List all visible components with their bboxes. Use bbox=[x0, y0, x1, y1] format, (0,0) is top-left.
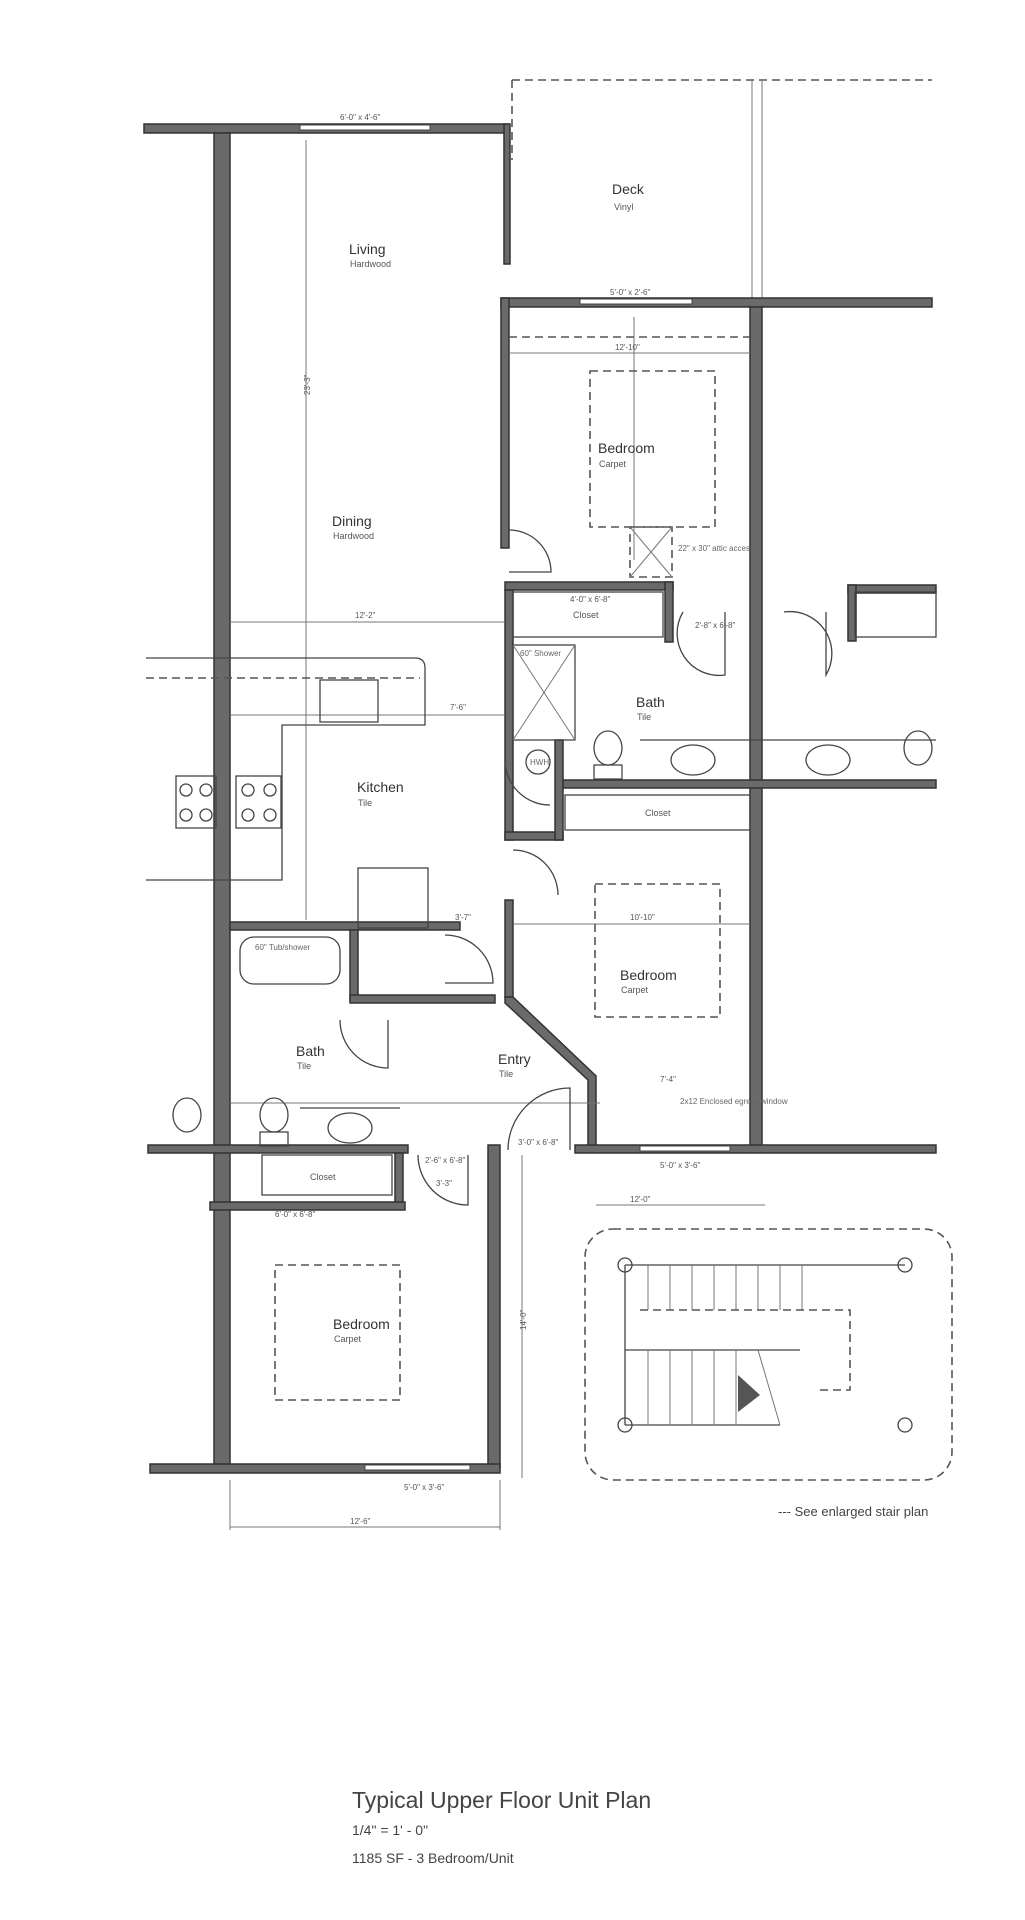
svg-text:7'-4": 7'-4" bbox=[660, 1075, 676, 1084]
stair-plan-note: --- See enlarged stair plan bbox=[778, 1504, 929, 1519]
kitchen-counters bbox=[146, 657, 429, 929]
room-floor: Tile bbox=[358, 798, 372, 808]
svg-text:6'-0" x 4'-6": 6'-0" x 4'-6" bbox=[340, 113, 380, 122]
room-name: Bedroom bbox=[333, 1316, 390, 1332]
room-name: Bath bbox=[636, 694, 665, 710]
room-floor: Vinyl bbox=[614, 202, 633, 212]
svg-text:3'-7": 3'-7" bbox=[455, 913, 471, 922]
svg-text:10'-10": 10'-10" bbox=[630, 913, 655, 922]
room-name: Bedroom bbox=[598, 440, 655, 456]
svg-text:60" Tub/shower: 60" Tub/shower bbox=[255, 943, 311, 952]
svg-text:2x12 Enclosed egress window: 2x12 Enclosed egress window bbox=[680, 1097, 788, 1106]
door-swings bbox=[339, 529, 833, 1206]
room-floor: Tile bbox=[297, 1061, 311, 1071]
svg-text:12'-6": 12'-6" bbox=[350, 1517, 371, 1526]
room-name: Entry bbox=[498, 1051, 531, 1067]
svg-text:5'-0" x 3'-6": 5'-0" x 3'-6" bbox=[404, 1483, 444, 1492]
svg-text:6'-0" x 6'-8": 6'-0" x 6'-8" bbox=[275, 1210, 315, 1219]
room-name: Living bbox=[349, 241, 386, 257]
svg-text:5'-0" x 2'-6": 5'-0" x 2'-6" bbox=[610, 288, 650, 297]
svg-text:2'-8" x 6'-8": 2'-8" x 6'-8" bbox=[695, 621, 735, 630]
shower bbox=[512, 644, 576, 741]
svg-text:5'-0" x 3'-6": 5'-0" x 3'-6" bbox=[660, 1161, 700, 1170]
plan-notes: 22" x 30" attic access 2x12 Enclosed egr… bbox=[255, 544, 788, 1106]
plan-summary: 1185 SF - 3 Bedroom/Unit bbox=[352, 1850, 514, 1866]
closet-label: Closet bbox=[645, 808, 671, 818]
plan-scale: 1/4" = 1' - 0" bbox=[352, 1822, 429, 1838]
svg-text:23'-3": 23'-3" bbox=[303, 374, 312, 395]
svg-text:7'-6": 7'-6" bbox=[450, 703, 466, 712]
walls bbox=[143, 123, 937, 1474]
svg-text:12'-0": 12'-0" bbox=[630, 1195, 651, 1204]
svg-text:60" Shower: 60" Shower bbox=[520, 649, 561, 658]
room-floor: Hardwood bbox=[350, 259, 391, 269]
room-floor: Tile bbox=[499, 1069, 513, 1079]
bathtub bbox=[239, 936, 341, 985]
fixtures bbox=[172, 730, 936, 1147]
water-heater bbox=[525, 749, 551, 775]
svg-text:4'-0" x 6'-8": 4'-0" x 6'-8" bbox=[570, 595, 610, 604]
plan-title: Typical Upper Floor Unit Plan bbox=[352, 1787, 652, 1813]
closet bbox=[564, 794, 751, 831]
attic-access bbox=[629, 526, 673, 578]
bed bbox=[274, 1264, 401, 1401]
room-floor: Carpet bbox=[334, 1334, 362, 1344]
room-name: Kitchen bbox=[357, 779, 404, 795]
closet bbox=[512, 591, 664, 638]
dimension-lines bbox=[229, 140, 765, 1530]
bed bbox=[589, 370, 716, 528]
window bbox=[639, 1145, 731, 1152]
window bbox=[299, 124, 431, 131]
room-labels: Deck Vinyl Living Hardwood Dining Hardwo… bbox=[296, 181, 677, 1344]
deck-outline bbox=[511, 79, 932, 160]
closet-label: Closet bbox=[310, 1172, 336, 1182]
svg-text:12'-10": 12'-10" bbox=[615, 343, 640, 352]
svg-text:HWH: HWH bbox=[530, 758, 549, 767]
room-name: Dining bbox=[332, 513, 372, 529]
room-name: Deck bbox=[612, 181, 645, 197]
svg-text:12'-2": 12'-2" bbox=[355, 611, 376, 620]
svg-text:3'-0" x 6'-8": 3'-0" x 6'-8" bbox=[518, 1138, 558, 1147]
closet-label: Closet bbox=[573, 610, 599, 620]
room-floor: Carpet bbox=[599, 459, 627, 469]
svg-text:2'-6" x 6'-8": 2'-6" x 6'-8" bbox=[425, 1156, 465, 1165]
svg-text:14'-0": 14'-0" bbox=[519, 1309, 528, 1330]
svg-text:3'-3": 3'-3" bbox=[436, 1179, 452, 1188]
closet bbox=[261, 1154, 393, 1196]
room-floor: Hardwood bbox=[333, 531, 374, 541]
bed bbox=[594, 883, 721, 1018]
window bbox=[579, 298, 693, 305]
room-floor: Carpet bbox=[621, 985, 649, 995]
fridge bbox=[357, 867, 429, 929]
stair-plan bbox=[584, 1228, 953, 1481]
window bbox=[364, 1464, 471, 1471]
svg-text:22" x 30" attic access: 22" x 30" attic access bbox=[678, 544, 754, 553]
room-name: Bath bbox=[296, 1043, 325, 1059]
room-name: Bedroom bbox=[620, 967, 677, 983]
room-floor: Tile bbox=[637, 712, 651, 722]
dimension-labels: 6'-0" x 4'-6" 5'-0" x 2'-6" 12'-10" 12'-… bbox=[275, 113, 735, 1526]
